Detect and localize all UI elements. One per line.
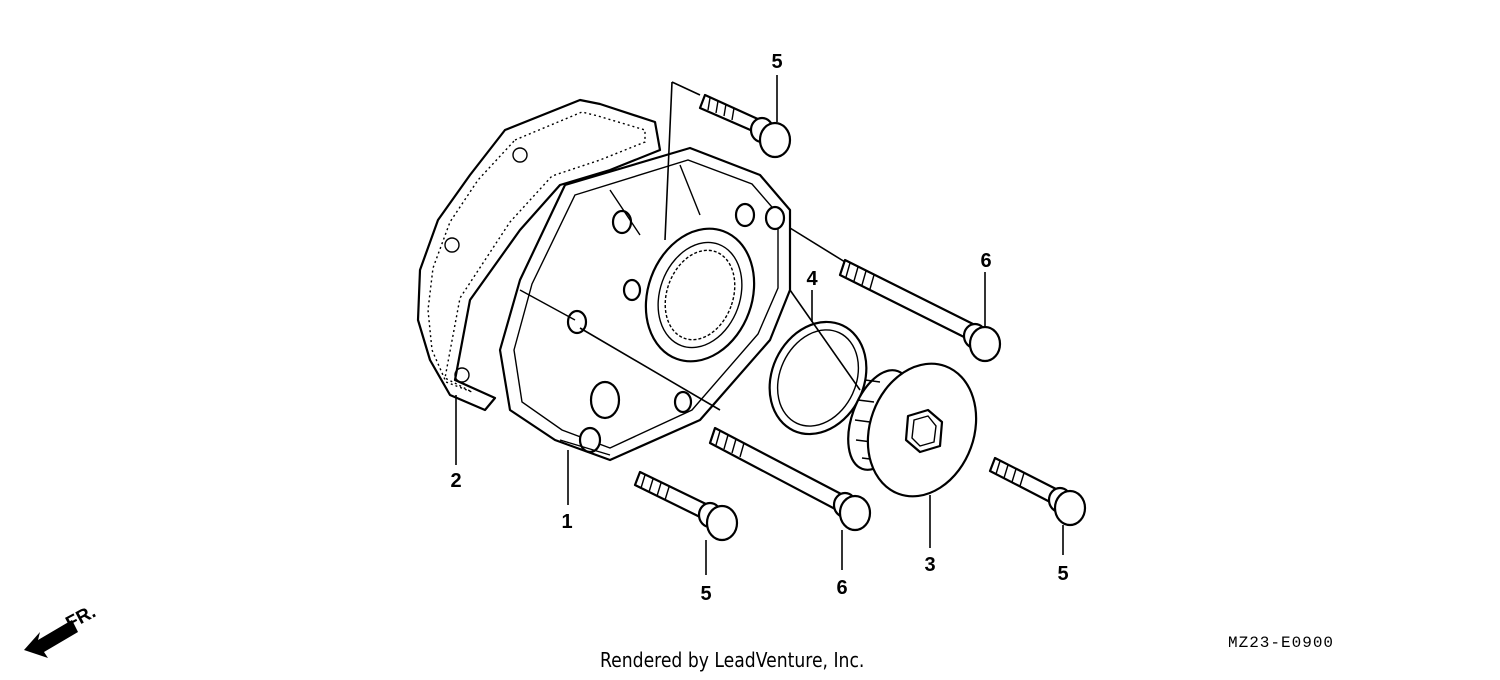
callout-6-bottom: 6 [836, 577, 847, 599]
callout-1: 1 [561, 511, 572, 533]
callout-6-right: 6 [980, 250, 991, 272]
render-credit: Rendered by LeadVenture, Inc. [600, 648, 865, 672]
callout-5-bottom-right: 5 [1057, 563, 1068, 585]
cap [847, 362, 978, 498]
bolt-5-top [698, 93, 792, 159]
bolt-6-right [838, 258, 1002, 363]
callout-5-top: 5 [771, 51, 782, 73]
bolt-6-bottom [708, 426, 872, 532]
bolt-5-bottom-left [633, 470, 739, 542]
callout-2: 2 [450, 470, 461, 492]
callout-4: 4 [806, 268, 818, 290]
leader-lines [455, 75, 1064, 575]
diagram-code: MZ23-E0900 [1228, 634, 1335, 652]
gasket [416, 98, 662, 412]
callout-5-bottom-left: 5 [700, 583, 711, 605]
front-direction-arrow-icon: FR. [24, 602, 99, 658]
bolt-5-bottom-right [988, 456, 1087, 527]
callout-3: 3 [924, 554, 935, 576]
side-cover [498, 146, 792, 462]
